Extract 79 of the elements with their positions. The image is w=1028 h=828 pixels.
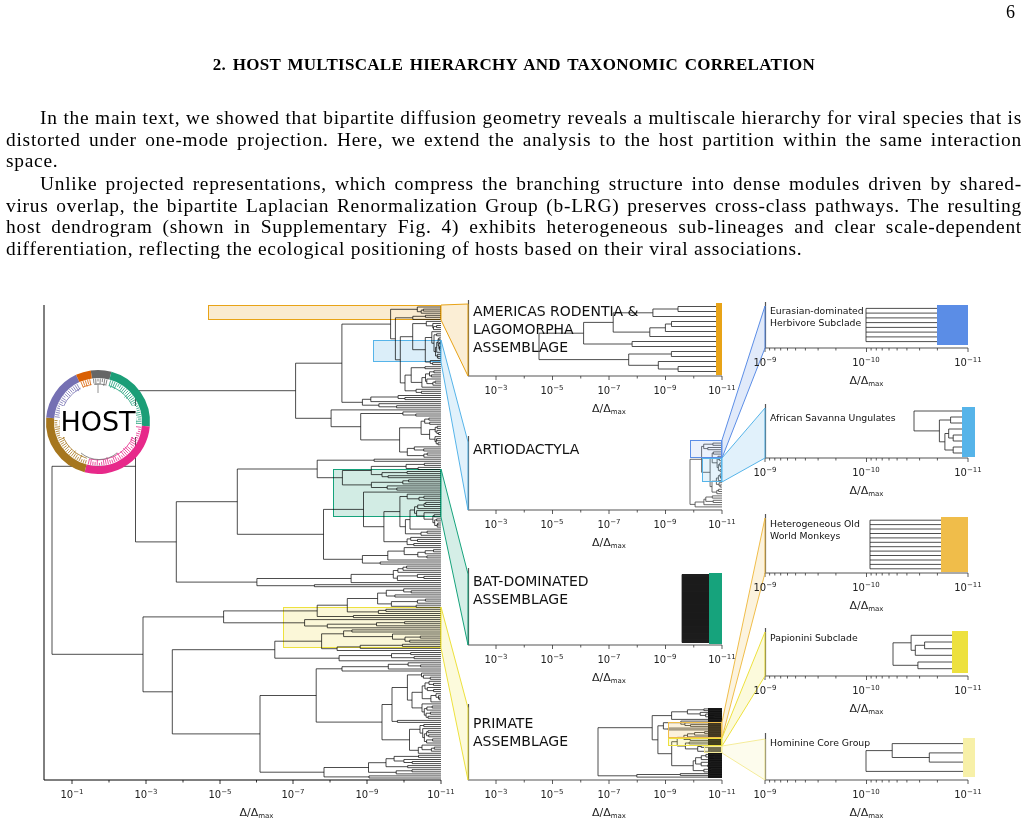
page-number: 6 (1006, 2, 1015, 23)
tick-label: 10$^{−9}$ (653, 519, 677, 531)
tick-label: 10$^{−5}$ (208, 789, 232, 801)
tick-label: 10$^{−5}$ (540, 789, 564, 801)
zoom-wedge (721, 517, 766, 739)
tick-label: 10$^{−7}$ (597, 789, 621, 801)
tick-label: 10$^{−11}$ (954, 685, 982, 697)
panel-label: ARTIODACTYLA (473, 440, 581, 458)
tick-label: 10$^{−5}$ (540, 385, 564, 397)
zoom-wedge (440, 303, 469, 377)
highlight-box (668, 738, 722, 746)
axis-title: Δ/Δ$_{max}$ (592, 403, 626, 415)
highlight-box (704, 746, 722, 753)
axis-title: Δ/Δ$_{max}$ (849, 600, 884, 612)
axis-title: Δ/Δ$_{max}$ (592, 537, 626, 549)
panel-label: Papionini Subclade (770, 632, 859, 644)
tick-label: 10$^{−11}$ (708, 385, 736, 397)
paragraph: In the main text, we showed that bipartite diffusion geometry reveals a multiscale hierarchy for viral species that is distorted under one-mode projection. Here, we extend the analysis to the host partition within the same interaction space. (6, 107, 1022, 172)
tick-label: 10$^{−3}$ (484, 385, 508, 397)
tick-label: 10$^{−10}$ (852, 467, 880, 479)
axis-title: Δ/Δ$_{max}$ (592, 672, 626, 684)
tick-label: 10$^{−9}$ (753, 685, 777, 697)
tick-label: 10$^{−7}$ (281, 789, 305, 801)
paragraph: Unlike projected representations, which compress the branching structure into dense modules driven by shared-virus overlap, the bipartite Laplacian Renormalization Group (b-LRG) preserves cross-class pathways. The resulting host dendrogram (shown in Supplementary Fig. 4) exhibits heterogeneous sub-lineages and clear scale-dependent differentiation, reflecting the ecological positioning of hosts based on their viral associations. (6, 173, 1022, 260)
tick-label: 10$^{−10}$ (852, 685, 880, 697)
tick-label: 10$^{−5}$ (540, 654, 564, 666)
tick-label: 10$^{−3}$ (134, 789, 158, 801)
tick-label: 10$^{−9}$ (653, 654, 677, 666)
tick-label: 10$^{−9}$ (753, 467, 777, 479)
section-heading: 2. HOST MULTISCALE HIERARCHY AND TAXONOMIC CORRELATION (211, 55, 817, 75)
zoom-wedge (721, 407, 766, 483)
tick-label: 10$^{−9}$ (653, 385, 677, 397)
tick-label: 10$^{−7}$ (597, 654, 621, 666)
zoom-wedge (440, 339, 469, 511)
panel-label: Hominine Core Group (770, 737, 872, 749)
axis-title: Δ/Δ$_{max}$ (592, 807, 626, 819)
tick-label: 10$^{−3}$ (484, 789, 508, 801)
zoom-wedge (721, 305, 766, 459)
tick-label: 10$^{−11}$ (708, 789, 736, 801)
panel-label: BAT-DOMINATED ASSEMBLAGE (473, 572, 590, 608)
zoom-wedge (721, 738, 766, 781)
zoom-wedge (440, 606, 469, 781)
tick-label: 10$^{−11}$ (954, 467, 982, 479)
highlight-box (690, 440, 722, 458)
tick-label: 10$^{−11}$ (708, 519, 736, 531)
tick-label: 10$^{−7}$ (597, 519, 621, 531)
zoom-wedge (721, 631, 766, 747)
highlight-box (702, 458, 722, 482)
inset-label: HOST (60, 406, 136, 437)
tick-label: 10$^{−11}$ (954, 357, 982, 369)
axis-title: Δ/Δ$_{max}$ (849, 703, 884, 715)
tick-label: 10$^{−10}$ (852, 582, 880, 594)
tick-label: 10$^{−11}$ (708, 654, 736, 666)
axis-title: Δ/Δ$_{max}$ (849, 807, 884, 819)
tick-label: 10$^{−7}$ (597, 385, 621, 397)
tick-label: 10$^{−9}$ (653, 789, 677, 801)
axis-title: Δ/Δ$_{max}$ (239, 807, 274, 819)
tick-label: 10$^{−3}$ (484, 654, 508, 666)
tick-label: 10$^{−1}$ (60, 789, 84, 801)
panel-label: Eurasian-dominated Herbivore Subclade (770, 305, 865, 329)
tick-label: 10$^{−9}$ (753, 357, 777, 369)
panel-label: Heterogeneous Old World Monkeys (770, 518, 861, 542)
tick-label: 10$^{−11}$ (954, 582, 982, 594)
zoom-wedge (440, 468, 469, 646)
tick-label: 10$^{−3}$ (484, 519, 508, 531)
tick-label: 10$^{−9}$ (753, 789, 777, 801)
axis-title: Δ/Δ$_{max}$ (849, 485, 884, 497)
tick-label: 10$^{−5}$ (540, 519, 564, 531)
tick-label: 10$^{−9}$ (753, 582, 777, 594)
tick-label: 10$^{−10}$ (852, 789, 880, 801)
tick-label: 10$^{−10}$ (852, 357, 880, 369)
panel-label: African Savanna Ungulates (770, 412, 897, 424)
axis-title: Δ/Δ$_{max}$ (849, 375, 884, 387)
tick-label: 10$^{−11}$ (427, 789, 455, 801)
highlight-box (668, 722, 722, 738)
panel-label: PRIMATE ASSEMBLAGE (473, 714, 570, 750)
tick-label: 10$^{−9}$ (355, 789, 379, 801)
tick-label: 10$^{−11}$ (954, 789, 982, 801)
panel-label: AMERICAS RODENTIA & LAGOMORPHA ASSEMBLAGE (473, 302, 640, 356)
